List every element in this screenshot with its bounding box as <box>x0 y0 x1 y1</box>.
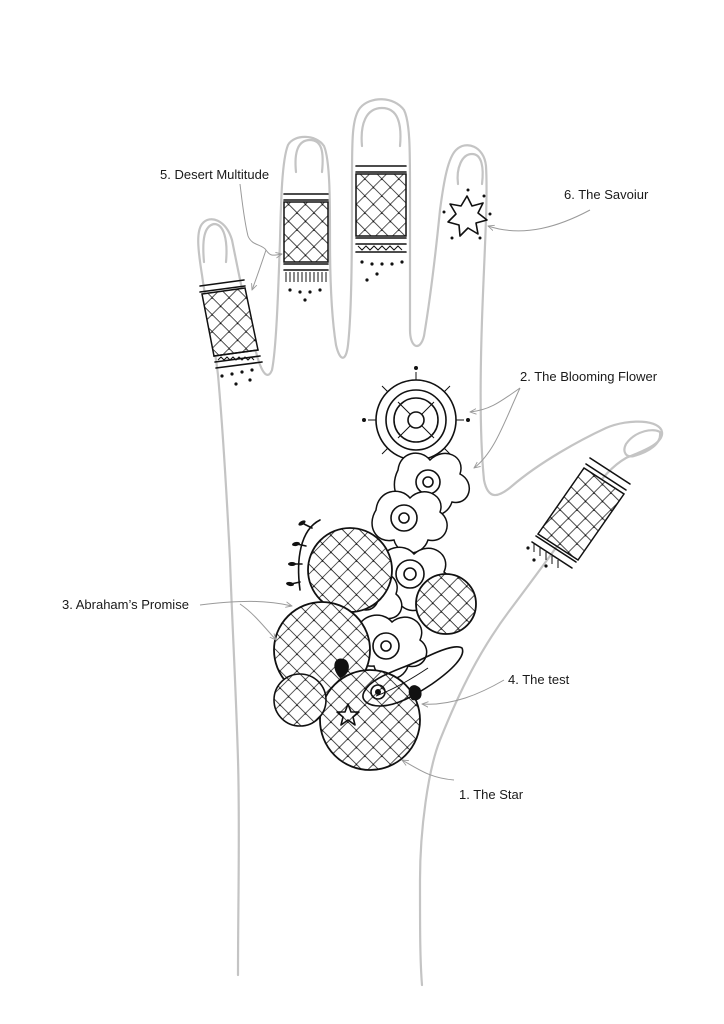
hand-outline <box>197 98 664 987</box>
label-abrahams-promise: 3. Abraham’s Promise <box>62 597 189 612</box>
finger-band-middle <box>283 193 329 302</box>
labels: 1. The Star 2. The Blooming Flower 3. Ab… <box>62 167 658 802</box>
label-desert-multitude: 5. Desert Multitude <box>160 167 269 182</box>
finger-band-ring <box>355 165 407 282</box>
leader-lines <box>199 183 591 781</box>
saviour-star <box>442 188 492 240</box>
test-paisley <box>334 645 464 726</box>
label-the-star: 1. The Star <box>459 787 524 802</box>
label-blooming-flower: 2. The Blooming Flower <box>520 369 658 384</box>
label-the-saviour: 6. The Savoiur <box>564 187 649 202</box>
finger-band-thumb <box>526 457 631 569</box>
finger-band-index <box>199 279 263 386</box>
label-the-test: 4. The test <box>508 672 570 687</box>
lattice-circles <box>273 519 477 771</box>
